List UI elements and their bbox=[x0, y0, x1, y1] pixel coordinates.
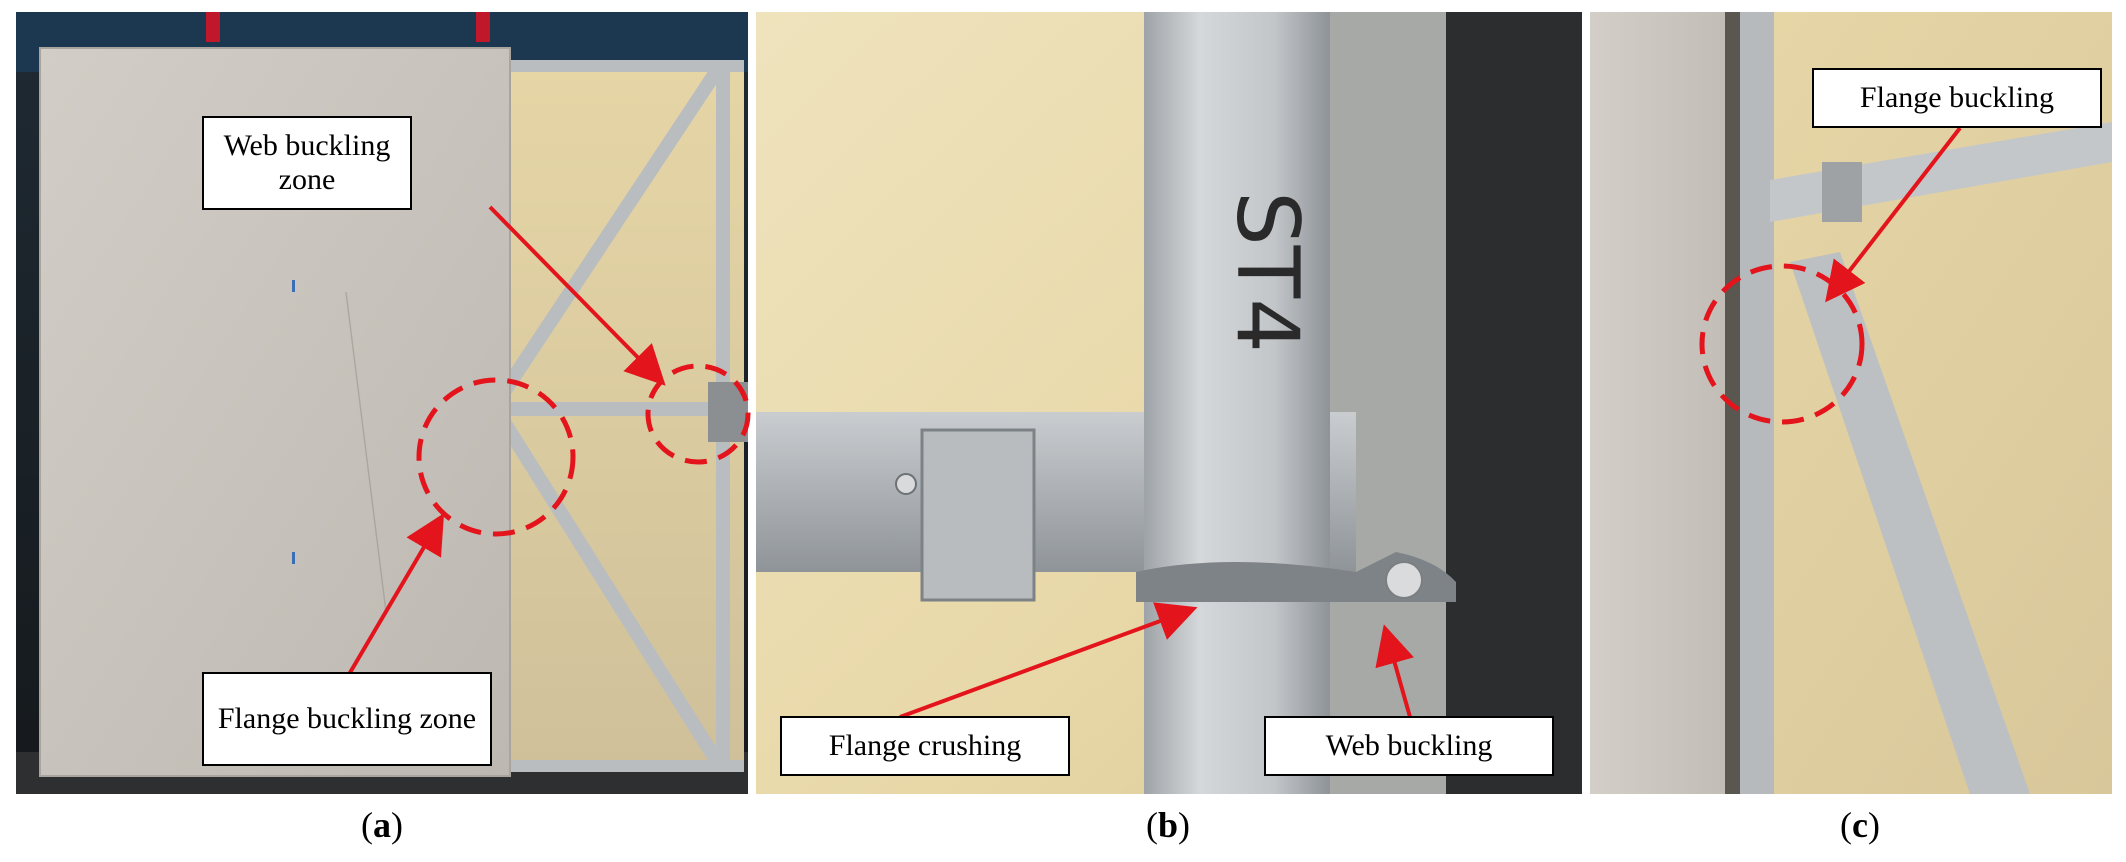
dark-background bbox=[1436, 12, 1582, 794]
track-clip bbox=[920, 428, 1036, 602]
gypsum-board-edge bbox=[1590, 12, 1725, 794]
svg-text:ST4: ST4 bbox=[1217, 191, 1317, 353]
callout-web-buckling-zone: Web buckling zone bbox=[202, 116, 412, 210]
callout-flange-buckling: Flange buckling bbox=[1812, 68, 2102, 128]
caption-c: (c) bbox=[1840, 805, 1880, 845]
photo-panel-b: ST4 bbox=[756, 12, 1582, 794]
callout-flange-buckling-zone: Flange buckling zone bbox=[202, 672, 492, 766]
photo-c-scene bbox=[1590, 12, 2112, 794]
photo-b-scene: ST4 bbox=[756, 12, 1582, 794]
noggin bbox=[494, 402, 744, 416]
crushed-flange bbox=[1136, 552, 1456, 602]
stud-web bbox=[1316, 12, 1446, 794]
callout-web-buckling: Web buckling bbox=[1264, 716, 1554, 776]
vertical-stud bbox=[1144, 12, 1330, 794]
screw bbox=[895, 473, 917, 495]
photo-panel-c bbox=[1590, 12, 2112, 794]
caption-b: (b) bbox=[1145, 805, 1191, 845]
stud-marking: ST4 bbox=[1217, 191, 1317, 353]
caption-a: (a) bbox=[361, 805, 403, 845]
callout-flange-crushing: Flange crushing bbox=[780, 716, 1070, 776]
vertical-stud bbox=[1740, 12, 1774, 794]
